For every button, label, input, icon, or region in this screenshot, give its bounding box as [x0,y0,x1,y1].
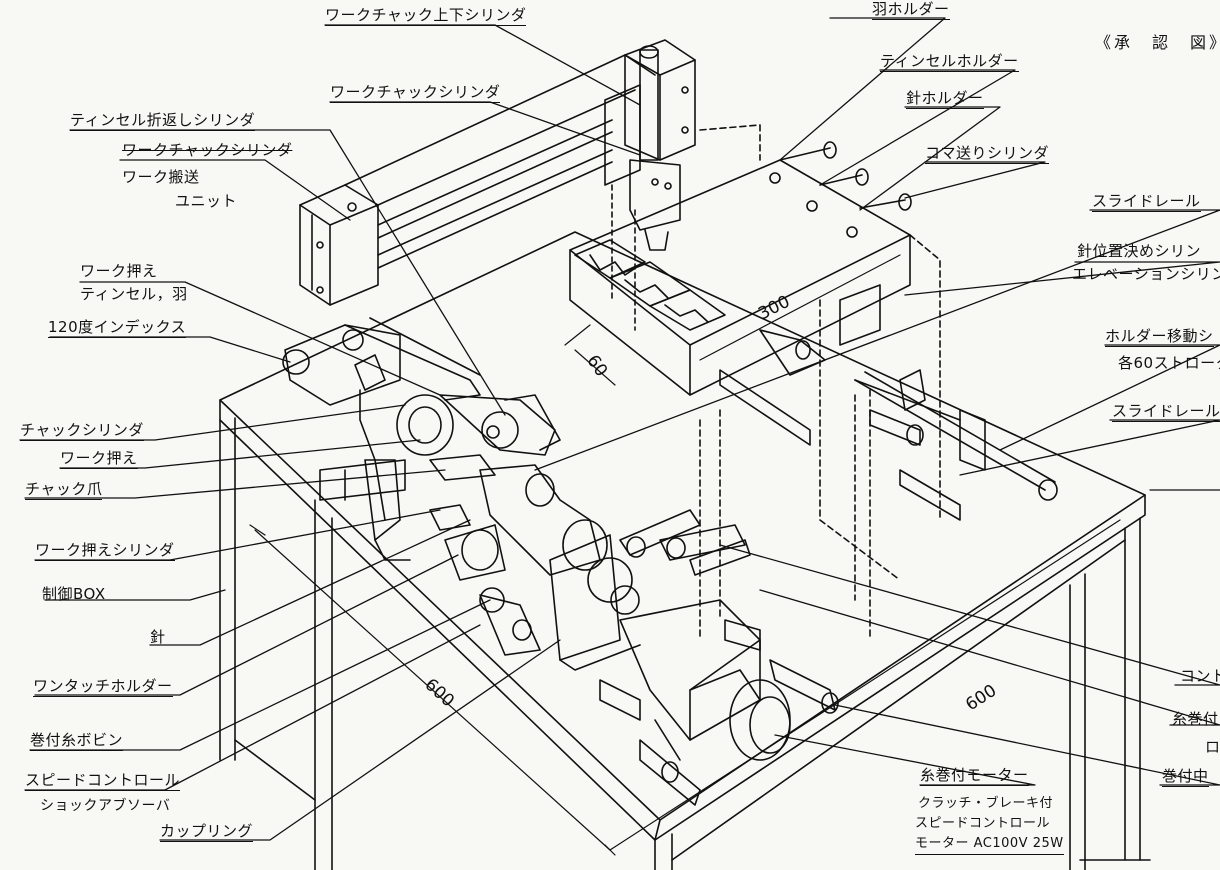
index-chuck-mechanism [282,317,561,581]
label-needle-holder: 針ホルダー [906,89,984,109]
label-chuck-cylinder: チャックシリンダ [20,421,144,441]
dimension-lines [249,254,1121,856]
label-motor-spec-2: スピードコントロール [915,816,1051,831]
label-work-press-2: ティンセル，羽 [80,285,188,303]
label-feather-holder: 羽ホルダー [872,0,950,20]
label-tinsel-fold-cylinder: ティンセル折返しシリンダ [70,111,256,131]
label-chuck-claw: チャック爪 [25,480,103,500]
label-tinsel-holder: ティンセルホルダー [880,52,1019,72]
label-right-cut-2: 糸巻付 [1172,710,1219,728]
label-needle-position-2: エレベーションシリン [1072,265,1220,283]
label-control-box: 制御BOX [42,585,106,603]
label-work-chuck-updown-cylinder: ワークチャック上下シリンダ [325,6,527,26]
label-right-cut-3: ロ [1205,738,1220,756]
label-speed-control: スピードコントロール [25,771,181,791]
label-thread-winding-motor: 糸巻付モーター [920,766,1029,786]
label-slide-rail-2: スライドレール [1112,402,1220,422]
label-right-cut-1: コント [1180,667,1220,685]
label-holder-move-2: 各60ストローク [1118,354,1220,372]
label-koma-feed-cylinder: コマ送りシリンダ [925,144,1050,164]
label-coupling: カップリング [160,822,254,842]
label-needle-position-1: 針位置決めシリン [1077,242,1202,260]
label-motor-spec-1: クラッチ・ブレーキ付 [918,796,1054,811]
label-shock-absorber: ショックアブソーバ [40,798,171,814]
right-slide-rail [719,284,1058,521]
spindle-assembly [479,464,839,806]
label-work-transfer-1: ワーク搬送 [122,168,200,186]
label-index-120: 120度インデックス [48,318,187,338]
label-winding-bobbin: 巻付糸ボビン [30,731,124,751]
label-right-cut-4: 巻付中 [1162,767,1209,787]
label-one-touch-holder: ワンタッチホルダー [33,677,173,697]
label-motor-spec-3: モーター AC100V 25W [915,835,1064,855]
label-work-chuck-cylinder-top: ワークチャックシリンダ [330,83,501,103]
transfer-gantry [299,39,696,331]
label-work-transfer-2: ユニット [175,192,238,210]
label-work-press-1: ワーク押え [80,262,158,280]
label-holder-move-1: ホルダー移動シ [1105,327,1214,347]
label-work-chuck-cylinder-struck: ワークチャックシリンダ [122,141,293,159]
label-work-press: ワーク押え [60,449,138,469]
label-slide-rail-1: スライドレール [1092,192,1201,212]
approval-stamp: 《承 認 図》 [1095,33,1220,52]
label-needle: 針 [150,628,166,646]
label-work-press-cylinder: ワーク押えシリンダ [35,541,175,561]
